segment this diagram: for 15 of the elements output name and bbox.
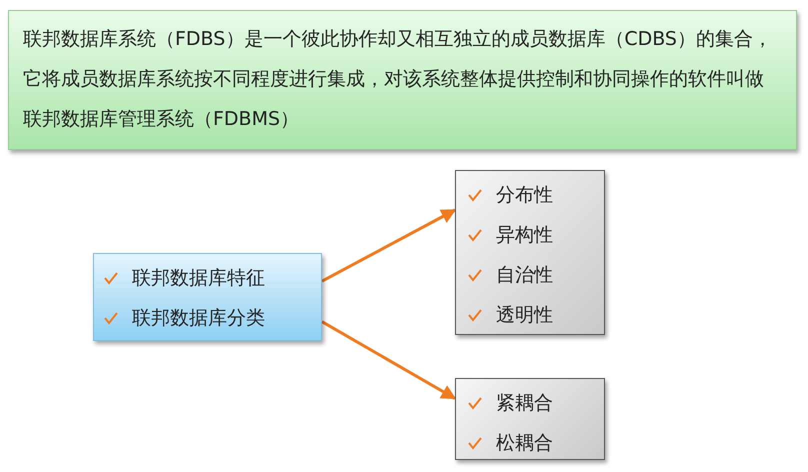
arrow (321, 208, 456, 282)
list-item-text: 紧耦合 (496, 391, 553, 416)
category-box (455, 378, 605, 460)
description-text: 联邦数据库系统（FDBS）是一个彼此协作却又相互独立的成员数据库（CDBS）的集合，它将成员数据库系统按不同程度进行集成，对该系统整体提供控制和协同操作的软件叫做联邦数据库管理系统（FDBMS） (23, 27, 773, 132)
topic-box (93, 253, 322, 341)
list-item-text: 松耦合 (496, 431, 553, 456)
list-item-text: 透明性 (496, 303, 553, 328)
list-item-text: 联邦数据库特征 (132, 266, 265, 291)
list-item-text: 联邦数据库分类 (132, 306, 265, 331)
list-item-text: 自治性 (496, 263, 553, 288)
list-item-text: 分布性 (496, 183, 553, 208)
arrow (321, 320, 456, 400)
feature-box (455, 170, 605, 335)
list-item-text: 异构性 (496, 223, 553, 248)
description-box (8, 10, 797, 150)
